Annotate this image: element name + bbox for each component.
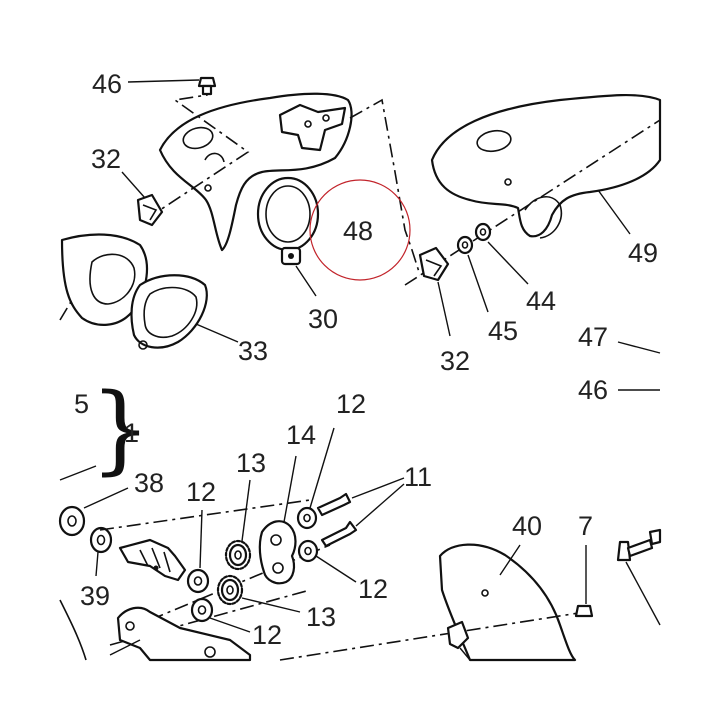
callout-38: 38 bbox=[134, 468, 164, 498]
gear-13-upper bbox=[224, 479, 252, 571]
gasket-33 bbox=[130, 274, 239, 350]
leader-47 bbox=[617, 341, 661, 354]
washer-39 bbox=[89, 526, 113, 577]
clip-nut-32-right bbox=[418, 246, 451, 337]
callout-13-top: 13 bbox=[236, 448, 266, 478]
heat-shield-right bbox=[430, 93, 662, 239]
callout-46-top: 46 bbox=[92, 69, 122, 99]
callout-12-top: 12 bbox=[336, 389, 366, 419]
mounting-bracket bbox=[59, 599, 252, 662]
callout-30: 30 bbox=[308, 304, 338, 334]
hose-clamp-30 bbox=[256, 176, 320, 297]
leader-brace bbox=[59, 465, 97, 481]
washer-44 bbox=[474, 222, 529, 285]
washer-12-left bbox=[186, 509, 210, 594]
bolt-11-lower bbox=[320, 483, 405, 548]
callouts: 46 32 48 30 49 44 45 32 33 47 46 5 1 12 … bbox=[74, 69, 658, 650]
bolt-7 bbox=[574, 545, 594, 618]
callout-32-left: 32 bbox=[91, 144, 121, 174]
callout-12-right: 12 bbox=[358, 574, 388, 604]
callout-12-left: 12 bbox=[186, 477, 216, 507]
washer-38 bbox=[58, 487, 129, 537]
axis-line-48-right bbox=[349, 98, 421, 276]
callout-46-right: 46 bbox=[578, 375, 608, 405]
brace-symbol: } bbox=[90, 373, 151, 485]
clip-nut-lower bbox=[446, 620, 471, 661]
callout-32-right: 32 bbox=[440, 346, 470, 376]
callout-1: 1 bbox=[124, 418, 139, 448]
axis-line-cover bbox=[279, 611, 586, 661]
gear-13-lower bbox=[216, 574, 301, 613]
callout-33: 33 bbox=[238, 336, 268, 366]
callout-11: 11 bbox=[404, 462, 432, 492]
callout-47: 47 bbox=[578, 322, 608, 352]
callout-5: 5 bbox=[74, 389, 89, 419]
callout-7: 7 bbox=[578, 511, 593, 541]
callout-49: 49 bbox=[628, 238, 658, 268]
clip-nut-32-left bbox=[121, 171, 164, 227]
callout-44: 44 bbox=[526, 286, 556, 316]
screw-right bbox=[616, 528, 662, 626]
callout-45: 45 bbox=[488, 316, 518, 346]
bracket-plate-14 bbox=[258, 455, 297, 585]
heat-shield-left bbox=[158, 92, 353, 252]
callout-14: 14 bbox=[286, 420, 316, 450]
spindle-shaft bbox=[118, 538, 187, 582]
callout-13-bottom: 13 bbox=[306, 602, 336, 632]
bolt-11-upper bbox=[316, 477, 405, 517]
callout-12-bottom: 12 bbox=[252, 620, 282, 650]
axis-line-right-shield bbox=[404, 119, 661, 286]
washer-12-right bbox=[297, 539, 357, 583]
washer-12-lower bbox=[190, 597, 251, 633]
callout-48: 48 bbox=[343, 216, 373, 246]
callout-39: 39 bbox=[80, 581, 110, 611]
bolt-46-top bbox=[127, 76, 217, 96]
washer-12-top bbox=[296, 427, 335, 530]
highlight-circle bbox=[309, 179, 411, 281]
callout-40: 40 bbox=[512, 511, 542, 541]
washer-45 bbox=[456, 235, 489, 313]
exhaust-flange bbox=[59, 233, 148, 326]
